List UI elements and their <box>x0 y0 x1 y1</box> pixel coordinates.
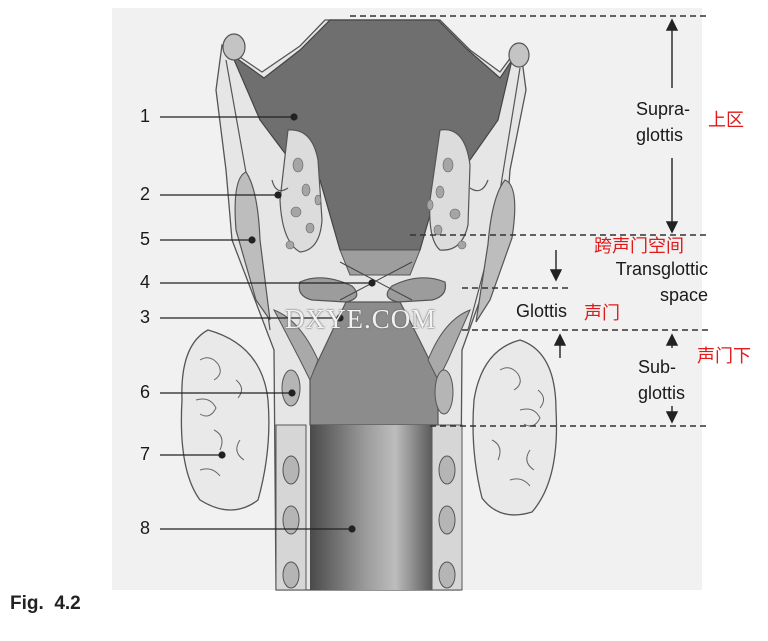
left-vocal-fold <box>298 277 358 303</box>
vestibule <box>339 249 421 276</box>
region-boundaries <box>350 15 708 427</box>
right-thyroid-lobe <box>472 339 558 516</box>
tracheal-lumen <box>310 425 432 590</box>
right-cricoid <box>427 309 471 382</box>
label-8: 8 <box>140 518 151 538</box>
glottic-crossing <box>339 261 413 301</box>
glottis-cn-label: 声门 <box>584 303 620 323</box>
glottis-label: Glottis <box>516 301 568 321</box>
label-5: 5 <box>140 229 151 249</box>
left-hyoid-tip <box>222 33 246 61</box>
label-6: 6 <box>140 382 151 402</box>
thyroid-lobules <box>195 357 544 487</box>
label-1: 1 <box>140 106 151 126</box>
transglottic-label: Transglottic space <box>615 259 708 305</box>
left-ventricle-edge <box>271 179 289 192</box>
right-thyroid-cartilage <box>475 179 516 323</box>
right-vocal-fold <box>386 277 447 303</box>
transglottic-cn-label: 跨声门空间 <box>594 236 684 256</box>
watermark: DXYE.COM <box>285 304 437 334</box>
leader-lines <box>160 113 376 533</box>
label-4: 4 <box>140 272 151 292</box>
paraglottic-fat <box>285 157 467 250</box>
right-hyoid-tip <box>508 42 530 68</box>
left-cricoid <box>272 309 319 382</box>
label-3: 3 <box>140 307 151 327</box>
tracheal-rings <box>281 369 456 589</box>
figure-caption: Fig. 4.2 <box>10 593 81 614</box>
supraglottis-cn-label: 上区 <box>708 110 744 130</box>
label-2: 2 <box>140 184 151 204</box>
subglottis-cn-label: 声门下 <box>697 346 751 366</box>
right-ventricle-edge <box>469 179 489 192</box>
label-7: 7 <box>140 444 151 464</box>
supraglottis-label: Supra- glottis <box>636 96 691 148</box>
subglottis-label: Sub- glottis <box>638 354 686 406</box>
range-arrows <box>549 18 679 424</box>
left-false-fold <box>279 129 323 253</box>
